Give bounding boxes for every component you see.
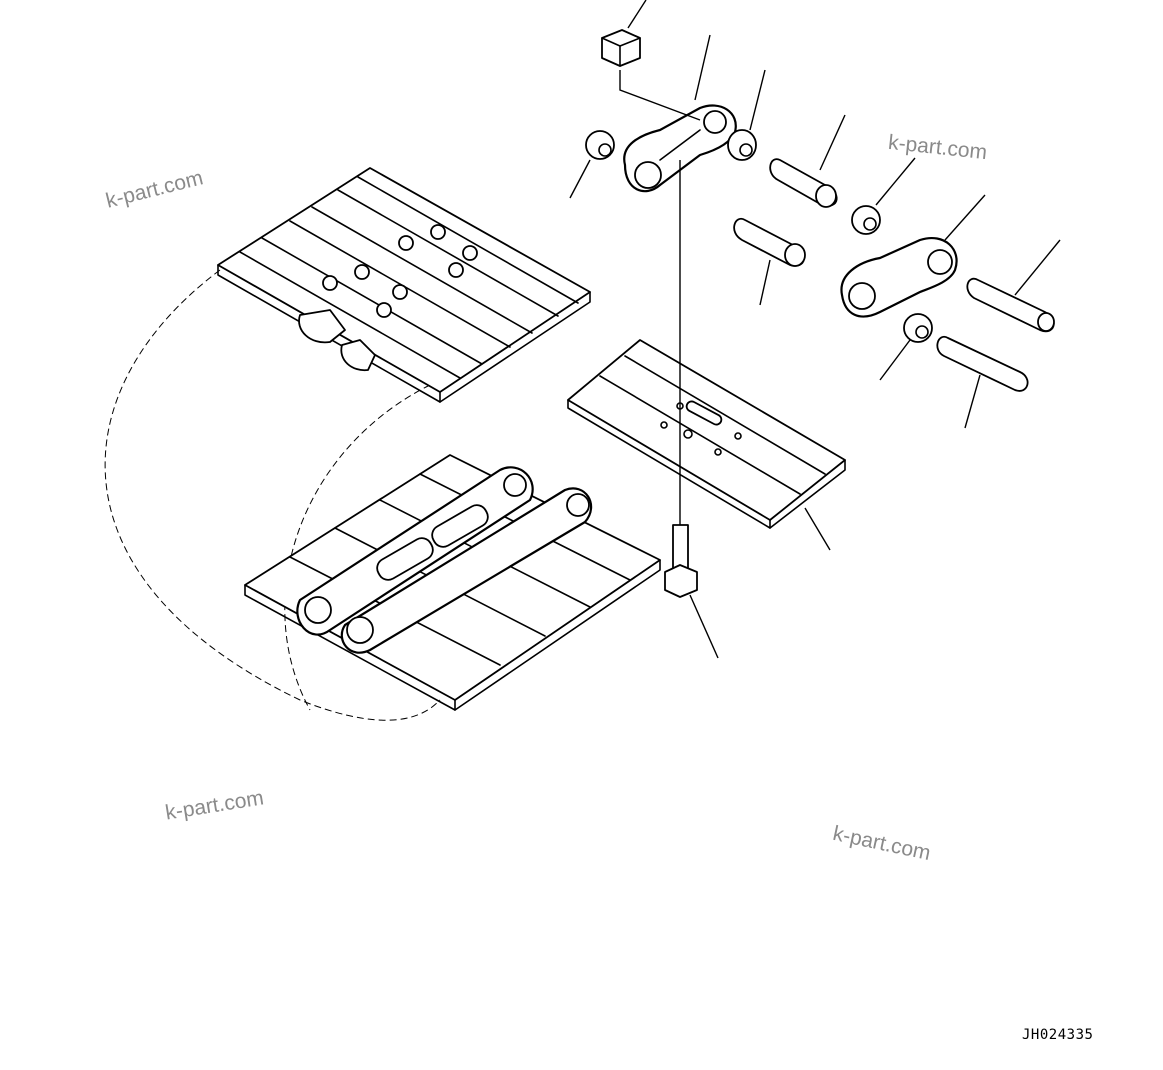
nut-part <box>601 0 647 67</box>
bushing-seal-upper <box>727 69 766 161</box>
pin-part-lower <box>936 335 1029 429</box>
track-loop-dashed-line <box>104 269 441 721</box>
drawing-code: JH024335 <box>1022 1027 1094 1043</box>
track-shoe-part <box>567 339 846 551</box>
link-part-upper <box>619 34 737 193</box>
bushing-seal-middle <box>851 157 916 235</box>
pin-part-upper <box>966 239 1061 333</box>
lower-track-assembly <box>244 454 661 711</box>
link-part-lower <box>840 194 986 318</box>
bushing-seal-lower <box>879 313 933 381</box>
upper-track-shoes <box>217 167 591 403</box>
shoe-bolt-part <box>664 160 719 659</box>
bushing-part-2 <box>733 217 806 306</box>
bushing-part-1 <box>769 114 846 208</box>
bushing-seal-left <box>569 130 615 199</box>
track-loop-dashed-line-inner <box>284 384 431 711</box>
